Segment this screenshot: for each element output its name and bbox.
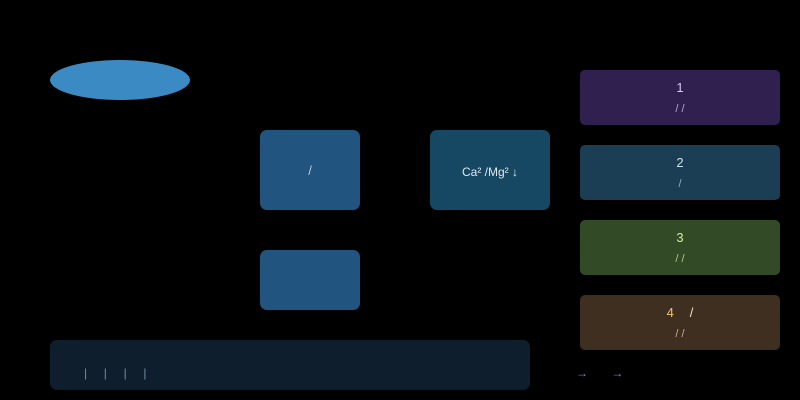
process-box-a-label: / xyxy=(308,162,312,178)
step-panel-1-number: 1 xyxy=(676,80,683,96)
step-panel-3-sub: / / xyxy=(675,252,685,265)
bottom-summary-bar: | | | | xyxy=(50,340,530,390)
step-panel-3-num-text: 3 xyxy=(676,229,684,245)
step-panel-4-number: 4/ xyxy=(667,305,694,321)
process-box-b: Ca² /Mg² ↓ xyxy=(430,130,550,210)
process-box-b-label: Ca² /Mg² ↓ xyxy=(461,165,518,179)
bottom-summary-text: | | | | xyxy=(84,366,147,380)
step-panel-2-sub: / xyxy=(678,177,682,190)
start-ellipse-node xyxy=(50,60,190,100)
step-panel-3: 3 / / xyxy=(580,220,780,275)
step-panel-4-num-text: 4 xyxy=(666,304,674,320)
step-panel-2: 2 / xyxy=(580,145,780,200)
process-box-c xyxy=(260,250,360,310)
step-panel-1: 1 / / xyxy=(580,70,780,125)
step-panel-3-number: 3 xyxy=(676,230,683,246)
step-panel-1-sub: / / xyxy=(675,102,685,115)
step-panel-2-num-text: 2 xyxy=(676,154,684,170)
flow-arrows: → → xyxy=(576,366,624,380)
step-panel-4-sub: / / xyxy=(675,327,685,340)
step-panel-4-extra: / xyxy=(689,304,694,320)
step-panel-1-num-text: 1 xyxy=(676,79,684,95)
step-panel-2-number: 2 xyxy=(676,155,683,171)
process-box-a: / xyxy=(260,130,360,210)
step-panel-4: 4/ / / xyxy=(580,295,780,350)
